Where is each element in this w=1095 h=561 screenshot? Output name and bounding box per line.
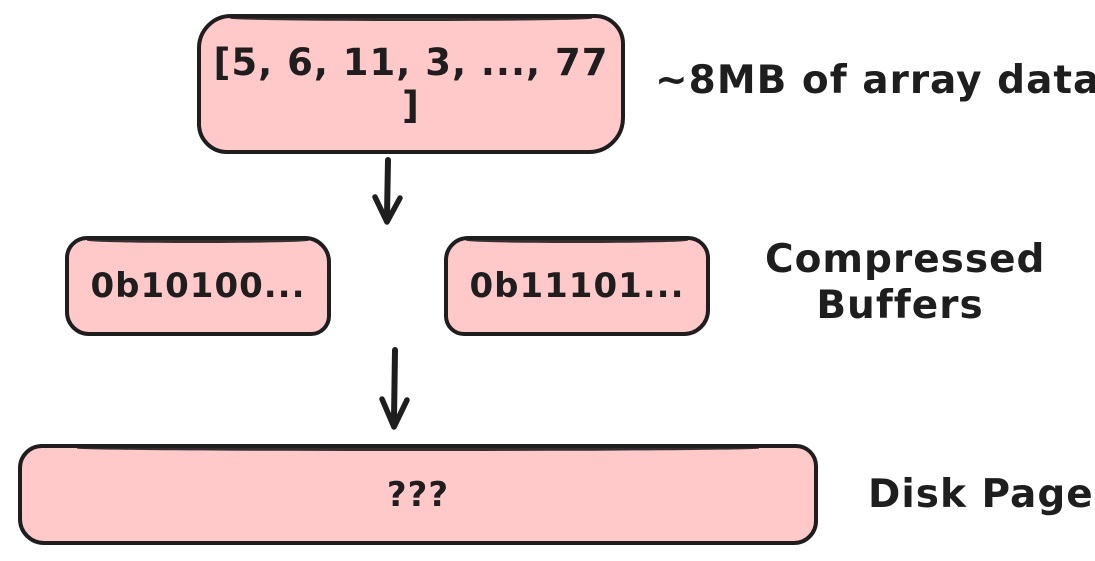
compressed-buffers-label: Compressed Buffers bbox=[765, 237, 1046, 329]
disk-page-box-text: ??? bbox=[386, 474, 450, 515]
down-arrow-icon bbox=[366, 157, 410, 229]
buffer-box-left-text: 0b10100... bbox=[90, 266, 306, 306]
array-data-label: ~8MB of array data bbox=[655, 58, 1095, 103]
buffer-box-right: 0b11101... bbox=[444, 236, 710, 336]
disk-page-label: Disk Page bbox=[868, 472, 1094, 517]
compressed-buffers-label-line1: Compressed bbox=[765, 237, 1046, 282]
buffer-box-right-text: 0b11101... bbox=[469, 266, 685, 306]
array-data-box: [5, 6, 11, 3, ..., 77 ] bbox=[197, 14, 625, 154]
disk-page-box: ??? bbox=[18, 444, 818, 545]
array-data-box-text: [5, 6, 11, 3, ..., 77 ] bbox=[213, 41, 609, 127]
compressed-buffers-label-line2: Buffers bbox=[816, 283, 984, 329]
buffer-box-left: 0b10100... bbox=[65, 236, 331, 336]
down-arrow-icon bbox=[372, 347, 416, 435]
